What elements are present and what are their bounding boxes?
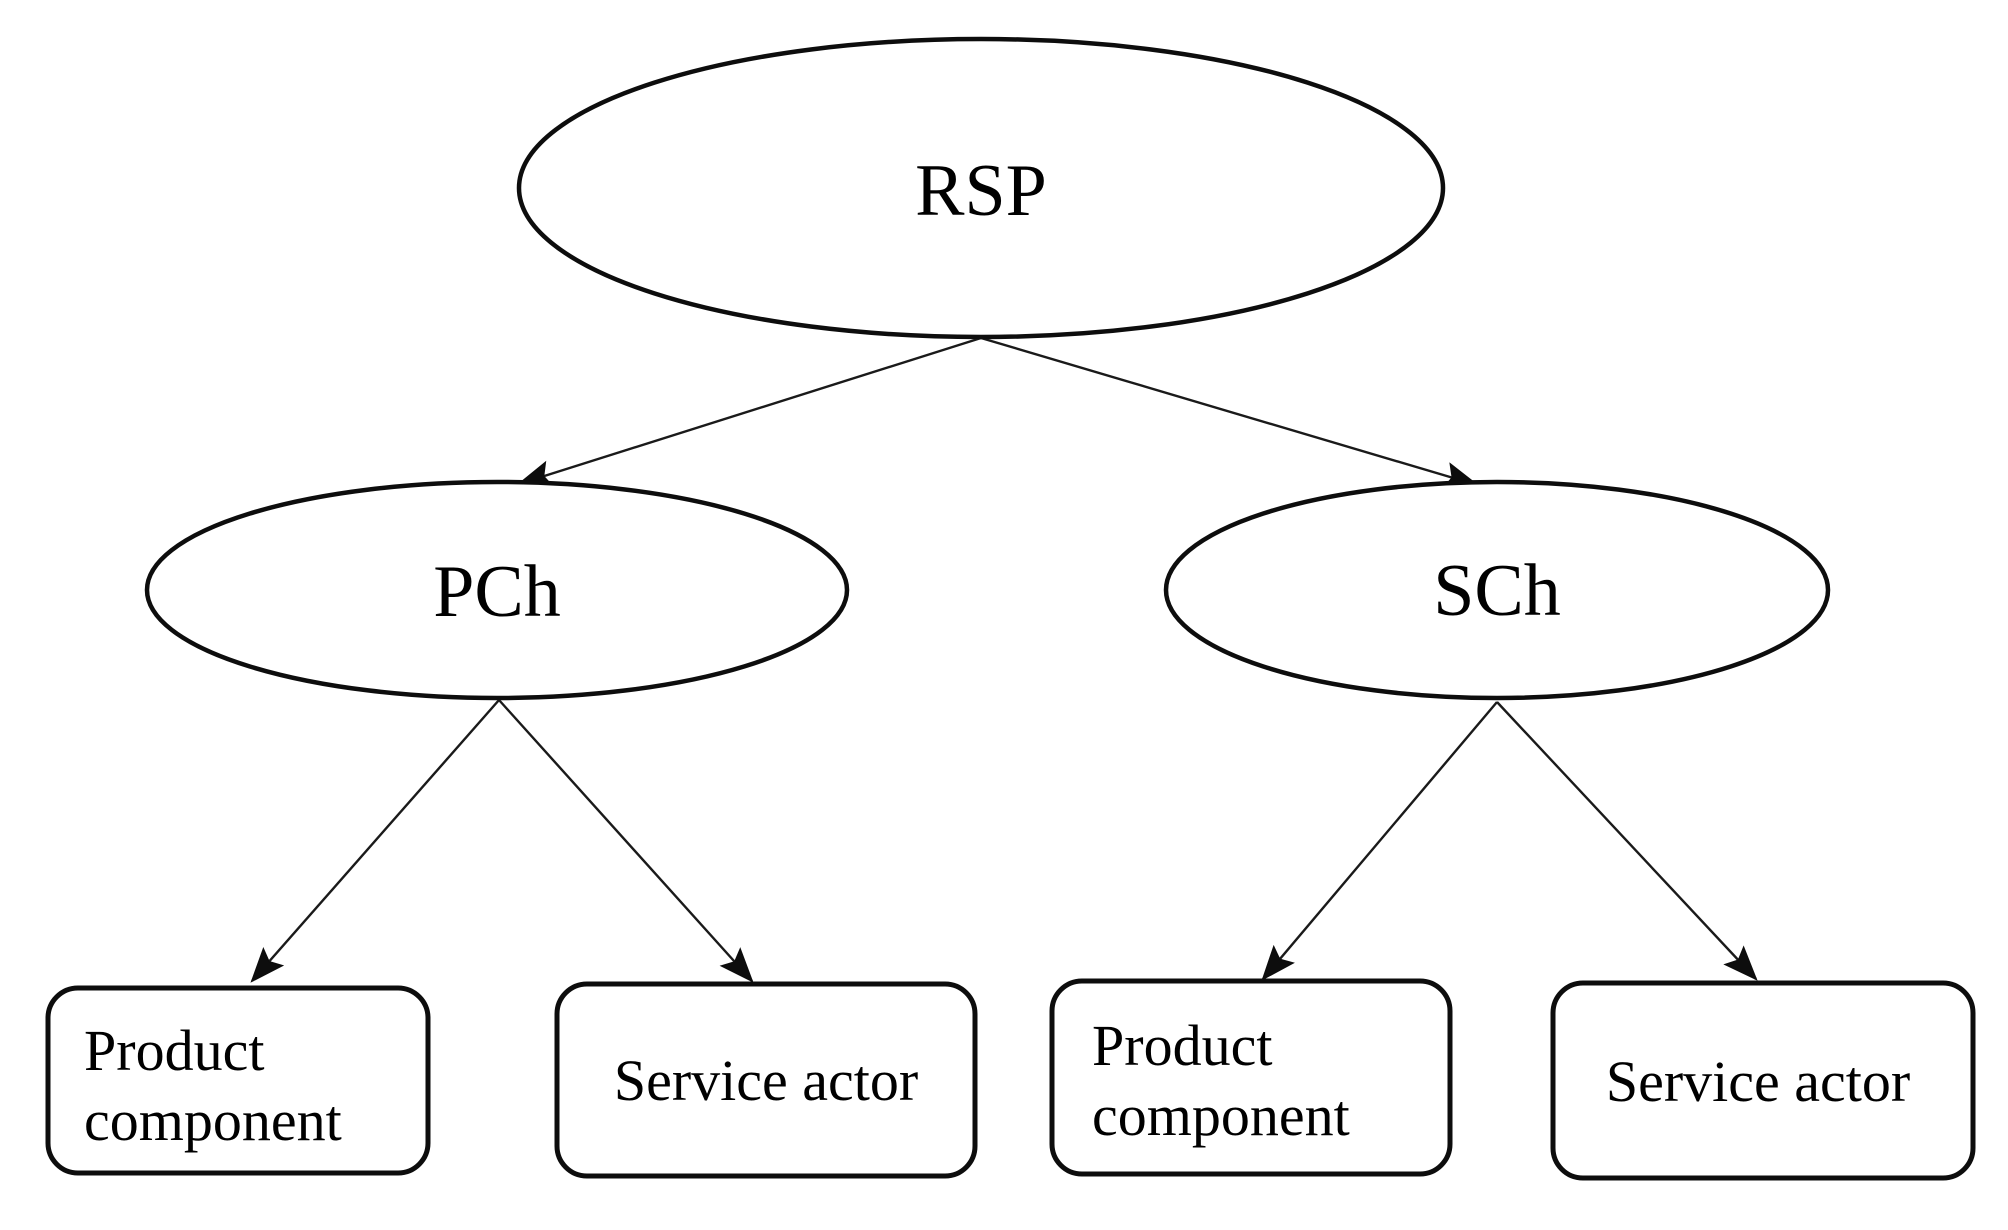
sch-service-actor-node: Service actor [1550, 980, 1976, 1181]
sch-service-actor-box [1550, 980, 1976, 1181]
pch-label: PCh [433, 551, 561, 633]
sch-product-component-label-line1: Product [1092, 1013, 1272, 1078]
edge-sch-to-service-actor [1496, 701, 1758, 981]
rsp-ellipse [516, 36, 1446, 340]
edge-pch-to-service-actor [498, 699, 754, 983]
pch-ellipse [144, 479, 850, 701]
pch-service-actor-node: Service actor [554, 981, 978, 1179]
sch-product-component-node: Product component [1049, 978, 1453, 1177]
rsp-node: RSP [516, 36, 1446, 340]
pch-service-actor-box [554, 981, 978, 1179]
sch-label: SCh [1433, 550, 1561, 632]
pch-product-component-box [45, 985, 431, 1176]
pch-product-component-label-line1: Product [84, 1018, 264, 1083]
sch-ellipse [1163, 479, 1831, 701]
pch-service-actor-label: Service actor [614, 1048, 918, 1113]
edges-group [250, 336, 1758, 983]
edge-sch-to-product-component [1261, 701, 1498, 981]
sch-product-component-label-line2: component [1092, 1083, 1350, 1148]
pch-product-component-node: Product component [45, 985, 431, 1176]
edge-rsp-to-sch [980, 336, 1480, 489]
rsp-label: RSP [915, 150, 1047, 232]
sch-node: SCh [1163, 479, 1831, 701]
edge-pch-to-product-component [250, 699, 500, 983]
pch-product-component-label-line2: component [84, 1088, 342, 1153]
pch-node: PCh [144, 479, 850, 701]
edge-rsp-to-pch [516, 336, 982, 488]
sch-product-component-box [1049, 978, 1453, 1177]
sch-service-actor-label: Service actor [1606, 1049, 1910, 1114]
